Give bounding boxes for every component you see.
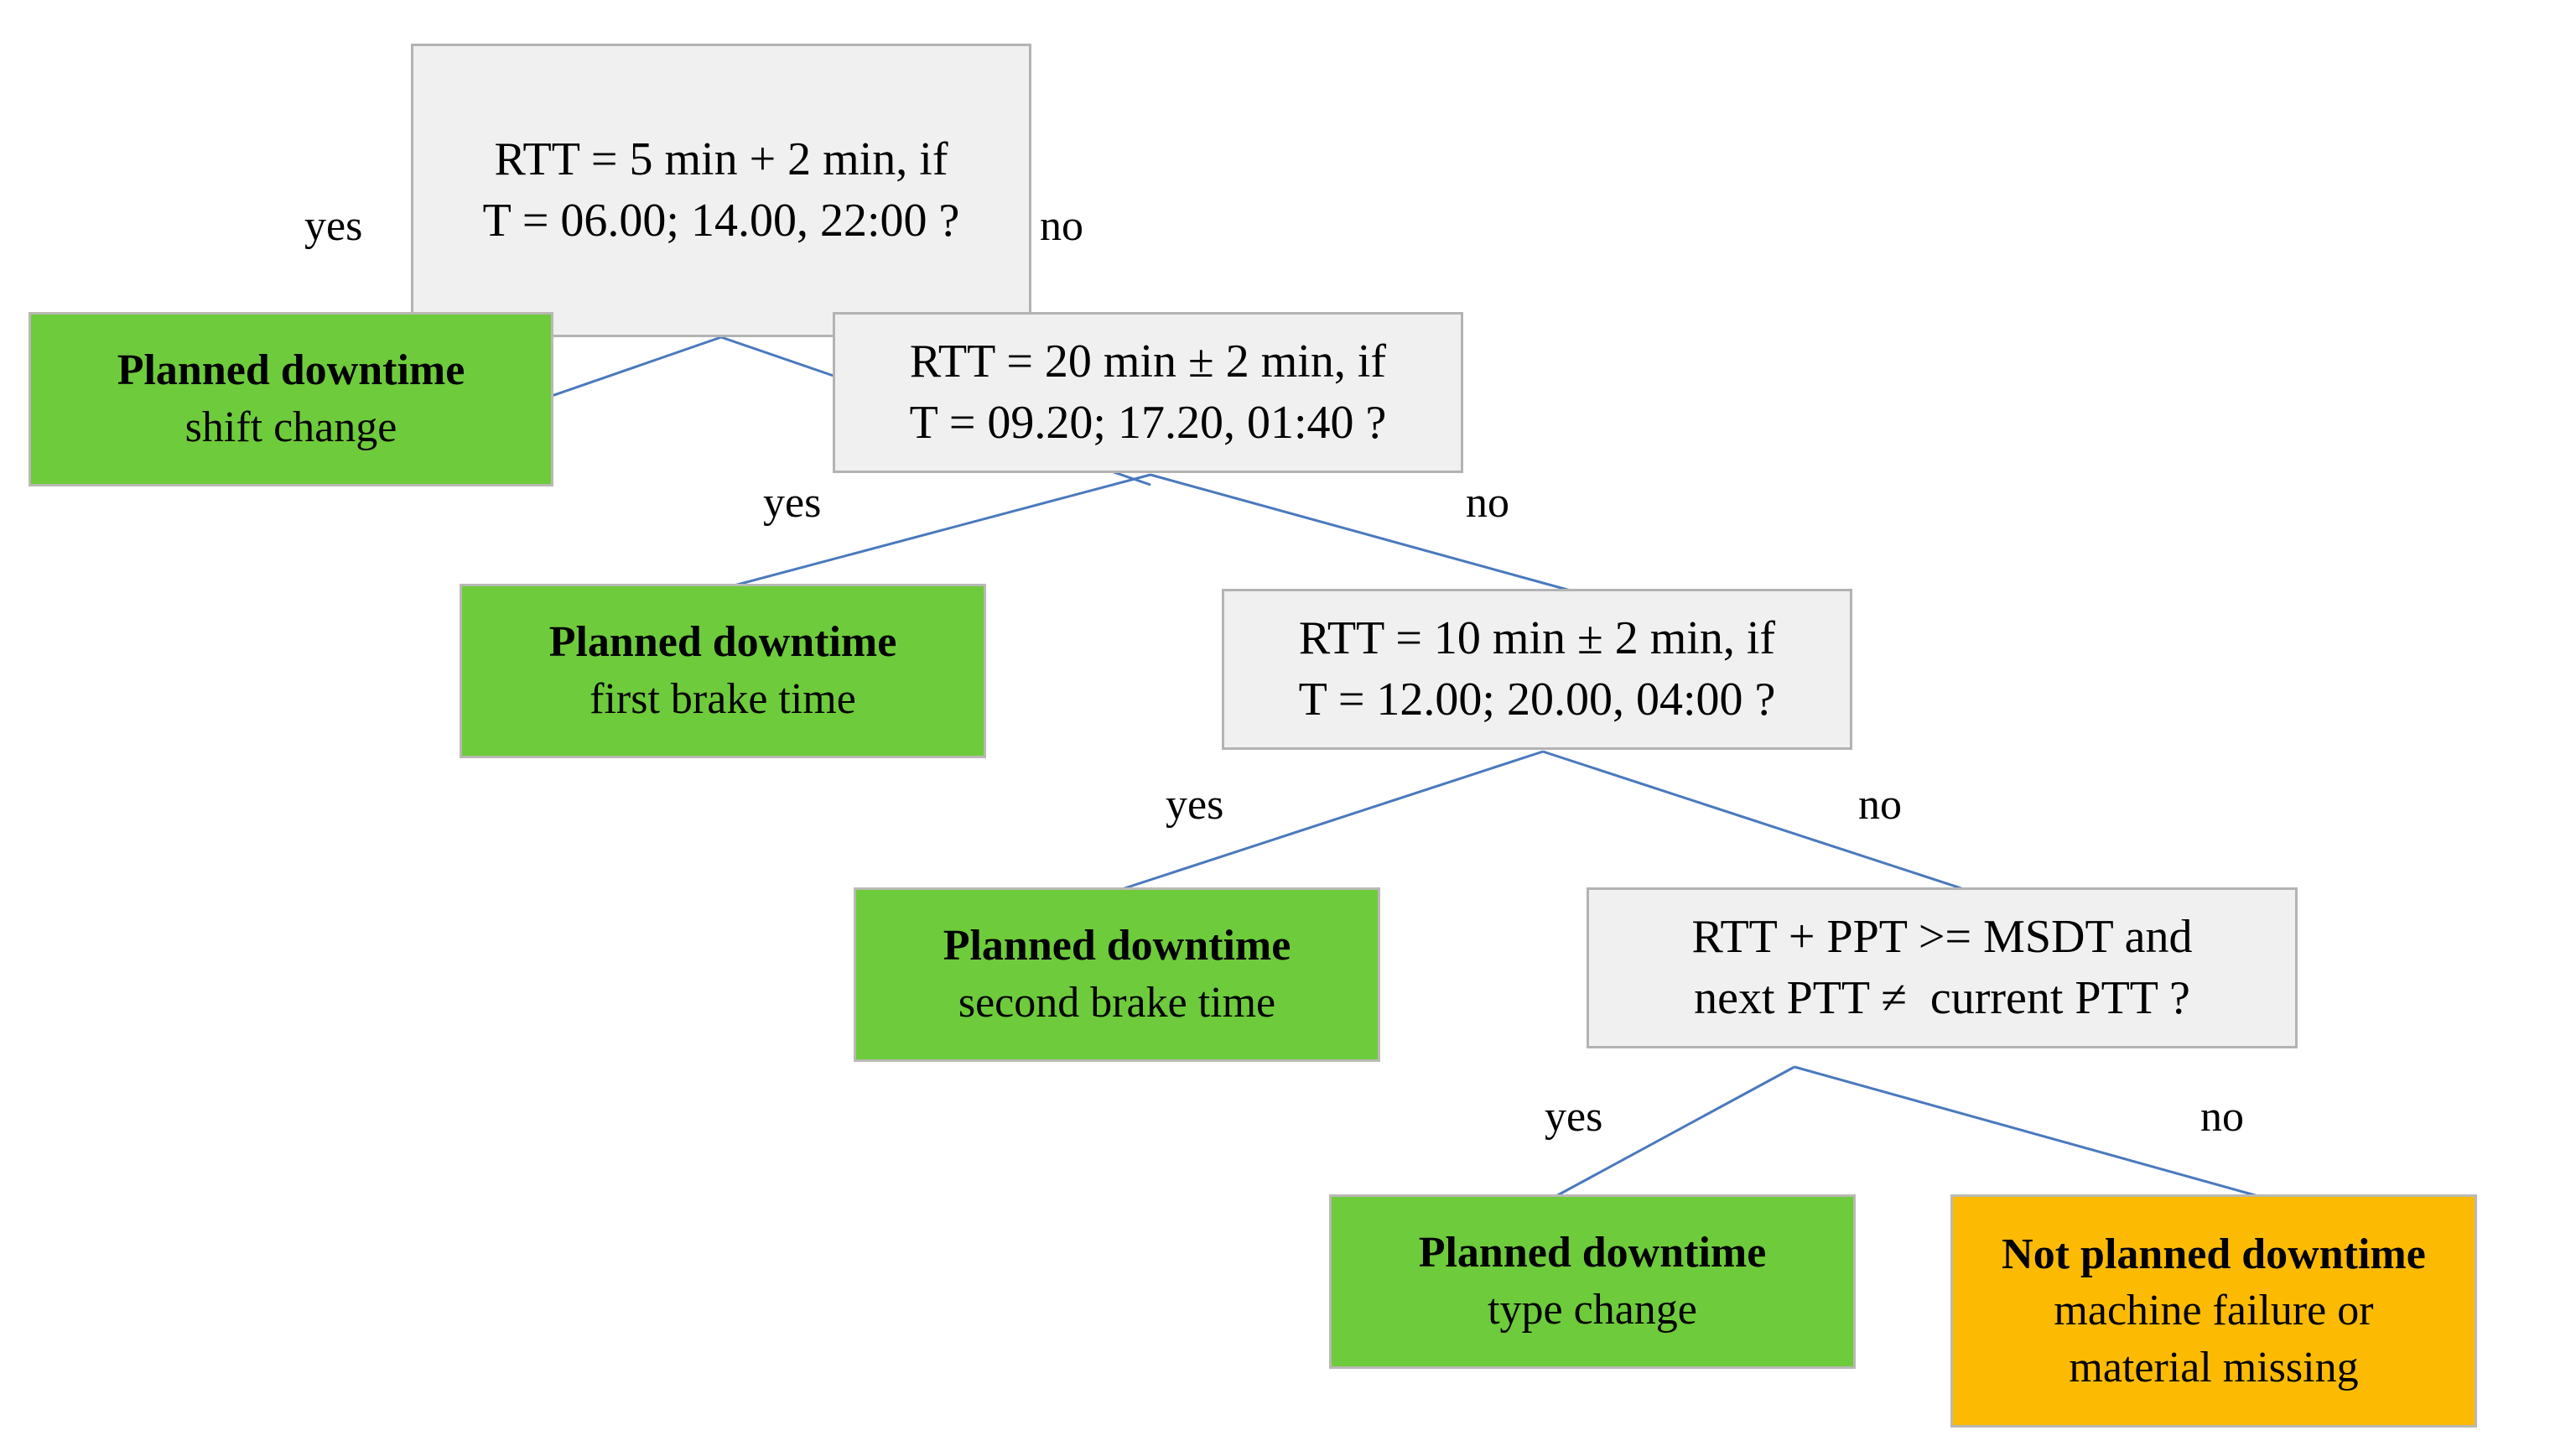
node-text-line: RTT = 5 min + 2 min, if (494, 133, 948, 186)
node-text-line: T = 12.00; 20.00, 04:00 ? (1298, 674, 1776, 726)
outcome-node-leaf5[interactable]: Not planned downtime machine failure or ma… (1950, 1194, 2477, 1428)
node-text-line: RTT = 20 min ± 2 min, if (909, 335, 1387, 388)
outcome-node-leaf1[interactable]: Planned downtime shift change (29, 312, 553, 486)
outcome-node-leaf4[interactable]: Planned downtime type change (1329, 1194, 1856, 1369)
edge-label-yes-d3: yes (1166, 781, 1224, 829)
edge-label-yes-d1: yes (304, 202, 363, 250)
node-text-line: T = 09.20; 17.20, 01:40 ? (909, 397, 1387, 449)
outcome-node-leaf2[interactable]: Planned downtime first brake time (460, 584, 986, 758)
node-text-line: second brake time (958, 979, 1276, 1027)
node-text-line: shift change (184, 403, 397, 451)
node-text-line: T = 06.00; 14.00, 22:00 ? (482, 195, 960, 247)
edge-label-yes-d2: yes (763, 479, 822, 527)
decision-node-d2[interactable]: RTT = 20 min ± 2 min, if T = 09.20; 17.20… (833, 312, 1463, 473)
edge-label-no-d4: no (2200, 1093, 2244, 1141)
node-text-line: Planned downtime (117, 346, 465, 395)
node-text-line: RTT + PPT >= MSDT and (1691, 911, 2193, 964)
connector-d4-to-leaf5 (1794, 1065, 2265, 1199)
node-text-line: type change (1488, 1286, 1697, 1334)
node-text-line: Planned downtime (1418, 1229, 1767, 1277)
decision-node-d3[interactable]: RTT = 10 min ± 2 min, if T = 12.00; 20.00… (1222, 589, 1852, 750)
decision-node-d4[interactable]: RTT + PPT >= MSDT and next PTT ≠ current … (1587, 887, 2298, 1048)
node-text-line: first brake time (589, 675, 856, 723)
node-text-line: Not planned downtime (2002, 1230, 2426, 1278)
edge-label-yes-d4: yes (1545, 1093, 1603, 1141)
edge-label-no-d2: no (1466, 479, 1509, 527)
node-text-line: RTT = 10 min ± 2 min, if (1298, 612, 1776, 665)
node-text-line: machine failure or (2054, 1287, 2374, 1335)
node-text-line: next PTT ≠ current PTT ? (1694, 972, 2190, 1024)
edge-label-no-d1: no (1040, 202, 1083, 250)
connector-d3-to-d4 (1542, 750, 1970, 892)
node-text-line: Planned downtime (548, 618, 897, 667)
node-text-line: Planned downtime (943, 922, 1291, 970)
outcome-node-leaf3[interactable]: Planned downtime second brake time (854, 887, 1380, 1062)
edge-label-no-d3: no (1858, 781, 1902, 829)
connector-d2-to-d3 (1150, 473, 1577, 594)
node-text-line: material missing (2069, 1343, 2359, 1391)
decision-node-d1[interactable]: RTT = 5 min + 2 min, if T = 06.00; 14.00,… (411, 44, 1031, 337)
